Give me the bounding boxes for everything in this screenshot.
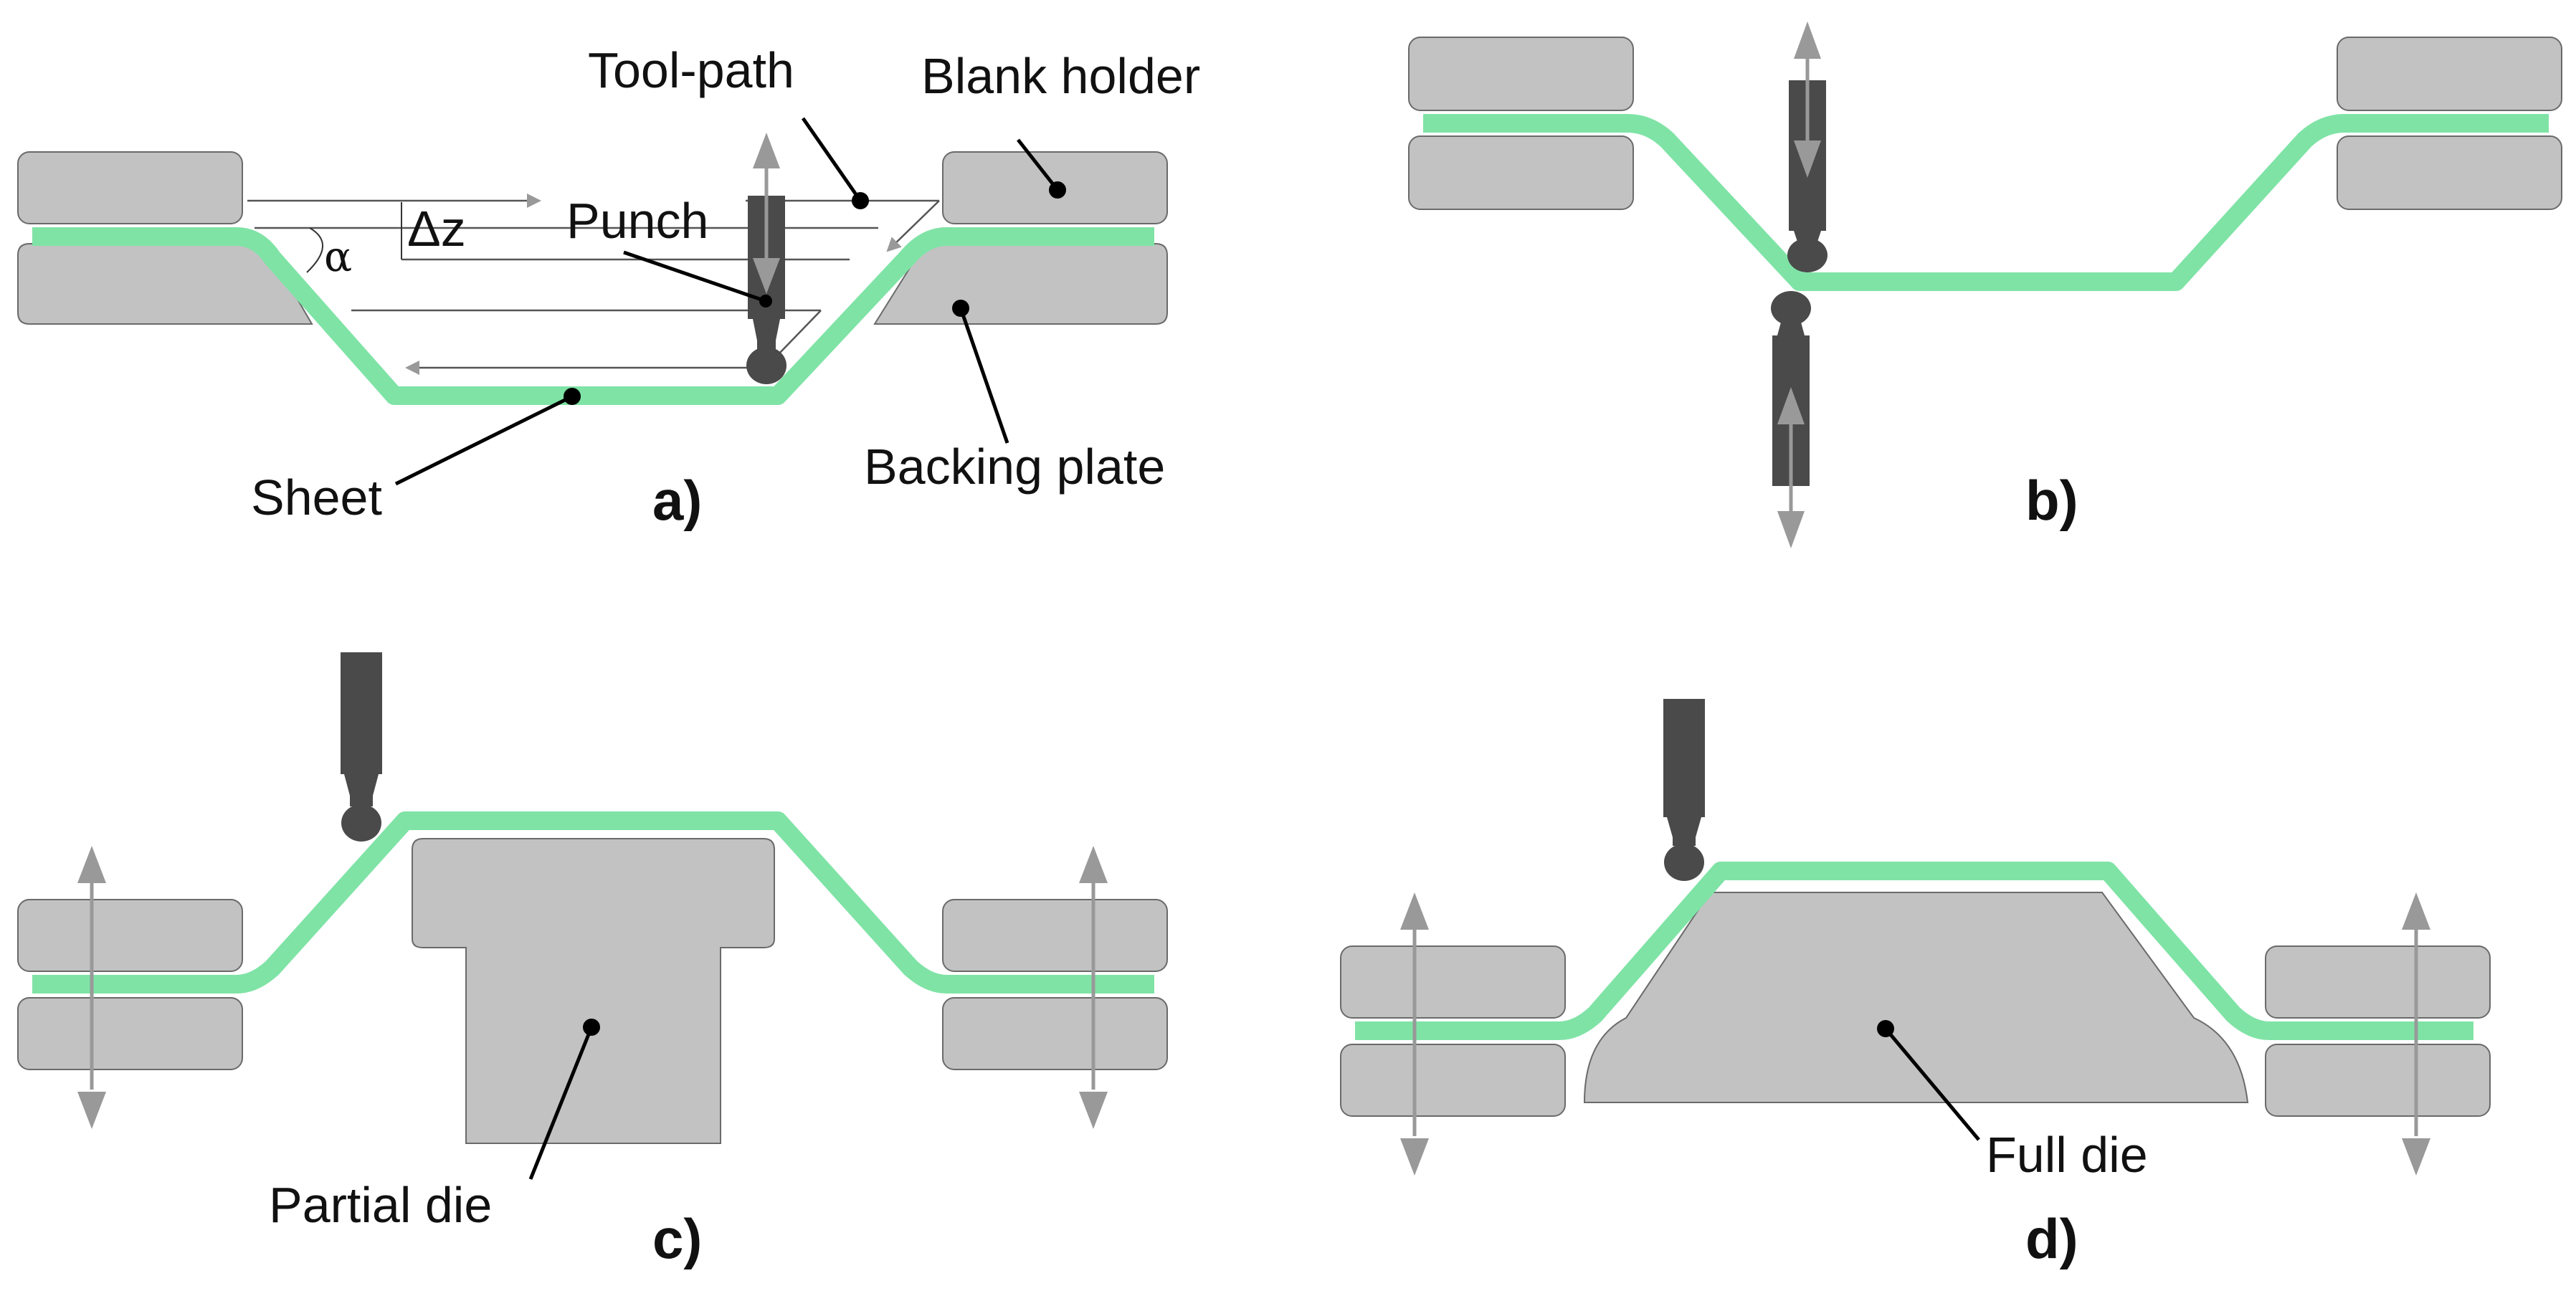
punch-c [341, 652, 382, 842]
upper-punch-b [1787, 22, 1828, 272]
blank-holder-b-right-bottom [2337, 135, 2562, 210]
blank-holder-arrows-c [77, 846, 1108, 1129]
lower-punch-b [1771, 291, 1811, 548]
alpha-label: α [324, 232, 352, 281]
blank-holder-left [17, 151, 243, 224]
punch-a [746, 133, 786, 384]
blank-holder-arrows-d [1400, 892, 2430, 1176]
blank-holder-d-left-top [1340, 945, 1566, 1019]
tool-path-label: Tool-path [588, 42, 794, 98]
partial-die-label: Partial die [269, 1177, 492, 1233]
backing-plate-left [17, 243, 313, 325]
punch-label: Punch [566, 193, 708, 249]
sheet-b [1423, 114, 2549, 291]
sheet-d [1355, 862, 2473, 1040]
blank-holder-d-left-bottom [1340, 1044, 1566, 1117]
full-die [1583, 892, 2249, 1103]
panel-a: Tool-path Blank holder Punch Δz α Sheet … [17, 42, 1200, 532]
panel-label-d: d) [2025, 1207, 2078, 1270]
blank-holder-c-left-bottom [17, 997, 243, 1070]
blank-holder-label: Blank holder [921, 48, 1200, 104]
panel-label-c: c) [652, 1207, 702, 1270]
blank-holder-b-left-bottom [1408, 135, 1634, 210]
partial-die [412, 838, 775, 1144]
backing-plate-right [873, 243, 1168, 325]
delta-z-label: Δz [407, 201, 466, 257]
blank-holder-c-left-top [17, 899, 243, 972]
punch-d [1663, 699, 1705, 881]
sheet-label: Sheet [251, 470, 382, 525]
panel-c: Partial die c) [17, 652, 1168, 1270]
sheet-c [32, 811, 1154, 994]
sheet-a [32, 227, 1154, 405]
panel-label-a: a) [652, 469, 702, 532]
full-die-label: Full die [1986, 1127, 2148, 1183]
panel-b: b) [1408, 22, 2562, 548]
blank-holder-b-left-top [1408, 37, 1634, 111]
panel-d: Full die d) [1340, 699, 2491, 1270]
blank-holder-d-right-bottom [2265, 1044, 2491, 1117]
panel-label-b: b) [2025, 469, 2078, 532]
blank-holder-c-right-bottom [942, 997, 1168, 1070]
blank-holder-c-right-top [942, 899, 1168, 972]
blank-holder-d-right-top [2265, 945, 2491, 1019]
blank-holder-b-right-top [2337, 37, 2562, 111]
backing-plate-label: Backing plate [864, 439, 1165, 495]
